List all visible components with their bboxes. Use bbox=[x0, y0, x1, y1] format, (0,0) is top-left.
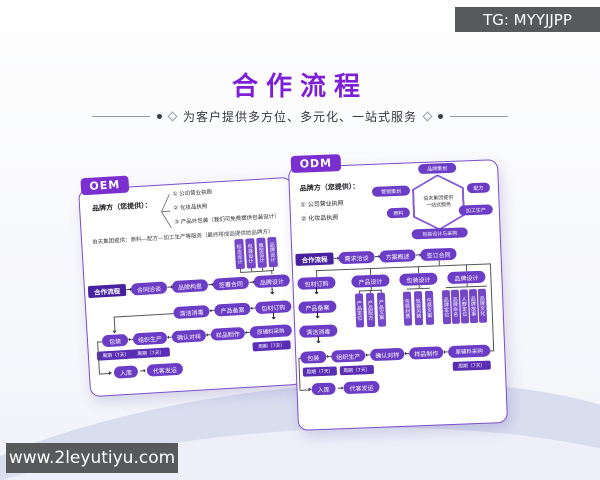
odm-brand-sub: 品牌文化 bbox=[477, 288, 488, 323]
odm-package-sub: 包装文案 bbox=[424, 290, 435, 325]
cycle-badge: 周期（7天） bbox=[252, 340, 291, 352]
flow-node: 样品制作 bbox=[409, 346, 444, 360]
connector bbox=[465, 264, 468, 272]
flow-node: 原辅料采购 bbox=[447, 344, 491, 359]
decor-dot-right bbox=[438, 114, 443, 119]
odm-product-sub: 产品配方 bbox=[365, 292, 376, 328]
arrow-down-icon: ↓ bbox=[269, 311, 278, 323]
flow-node: 确认对样 bbox=[171, 329, 207, 344]
arrow-right-icon bbox=[108, 370, 113, 375]
flow-node: 需求洽谈 bbox=[338, 250, 375, 265]
flow-node: 包装 bbox=[300, 350, 327, 364]
flow-node: 包装 bbox=[101, 333, 129, 348]
arrow-down-icon bbox=[112, 330, 117, 334]
flow-node: 合作流程 bbox=[87, 283, 127, 299]
hexagon-text-line2: 一站式服务 bbox=[425, 201, 452, 209]
flow-node: 代客发运 bbox=[343, 380, 380, 395]
odm-tab: ODM bbox=[290, 154, 342, 174]
arrow-down-icon: ↓ bbox=[268, 286, 277, 298]
oem-design-sub: 标志设计 bbox=[234, 238, 246, 270]
flow-node: 入库 bbox=[311, 382, 336, 396]
hex-item: 配方 bbox=[466, 182, 491, 194]
oem-card: OEM 品牌方（您提供）： ① 公司营业执照 ② 化妆品执照 ③ 产品外包装（我… bbox=[78, 175, 304, 398]
decor-line-left bbox=[91, 116, 150, 117]
connector bbox=[271, 270, 273, 275]
flow-node: 签订合同 bbox=[420, 247, 457, 262]
oem-provide-item: ③ 产品外包装（我们可免费提供包装设计） bbox=[173, 213, 280, 226]
site-watermark: www.2leyutiyu.com bbox=[6, 443, 178, 473]
connector bbox=[406, 287, 430, 290]
flow-node: 清洁消毒 bbox=[173, 304, 210, 320]
flow-node: 合同洽谈 bbox=[130, 281, 168, 296]
arrow-down-icon: ↓ bbox=[312, 286, 321, 298]
arrow-down-icon: ↓ bbox=[314, 335, 323, 347]
cycle-badge: 周期（7天） bbox=[452, 360, 491, 371]
odm-product-sub: 产品定位 bbox=[354, 293, 365, 328]
hex-item: 品牌策划 bbox=[417, 162, 457, 175]
decor-dot-left bbox=[156, 114, 162, 119]
flow-node: 入库 bbox=[113, 365, 139, 379]
odm-brand-sub: 品牌定位 bbox=[441, 290, 452, 325]
page-title: 合作流程 bbox=[231, 72, 368, 102]
connector bbox=[445, 285, 487, 289]
odm-provide-label: 品牌方（您提供）： bbox=[299, 182, 360, 193]
flow-node: 确认对样 bbox=[370, 347, 405, 362]
connector bbox=[113, 316, 116, 331]
flow-node: 合作流程 bbox=[295, 252, 334, 266]
connector bbox=[240, 270, 275, 274]
cycle-badge: 周期（7天） bbox=[302, 366, 338, 377]
brace-icon bbox=[161, 193, 172, 229]
flow-node: 签署合同 bbox=[212, 276, 250, 291]
flow-node: 组织生产 bbox=[331, 349, 366, 363]
arrow-right-icon: → bbox=[139, 366, 146, 375]
flow-node: 品牌设计 bbox=[447, 270, 486, 285]
odm-brand-sub: 品牌故事 bbox=[468, 288, 479, 324]
odm-provide-item: ① 公司营业执照 bbox=[300, 200, 344, 209]
oem-provide-label: 品牌方（您提供）： bbox=[91, 201, 152, 213]
flow-node: 样品制作 bbox=[210, 326, 246, 341]
flow-node: 组织生产 bbox=[132, 331, 168, 346]
page-subtitle: 为客户提供多方位、多元化、一站式服务 bbox=[182, 110, 417, 124]
oem-provide-item: ② 化妆品执照 bbox=[173, 203, 208, 212]
cycle-badge: 周期（7天） bbox=[131, 347, 171, 359]
oem-provide-item: ① 公司营业执照 bbox=[172, 189, 213, 198]
hex-item: 包装设计与采购 bbox=[411, 227, 468, 240]
flow-node: 产品备案 bbox=[214, 302, 251, 317]
connector bbox=[490, 349, 495, 352]
flow-node: 产品设计 bbox=[351, 274, 390, 288]
decor-line-right bbox=[450, 116, 508, 117]
odm-brand-sub: 人群定位 bbox=[459, 289, 470, 324]
flow-node: 原辅料采购 bbox=[249, 324, 293, 339]
flow-node: 品牌设计 bbox=[253, 274, 291, 289]
decor-diamond-right bbox=[422, 111, 433, 122]
hex-item: 营销策划 bbox=[371, 185, 411, 197]
hex-item: 加工生产 bbox=[458, 204, 493, 216]
arrow-down-icon: ↓ bbox=[313, 310, 322, 322]
oem-tab: OEM bbox=[80, 175, 130, 196]
odm-provide-item: ② 化妆品执照 bbox=[300, 214, 339, 223]
odm-product-sub: 产品文案 bbox=[376, 292, 387, 327]
connector bbox=[315, 263, 491, 272]
flow-node: 包装设计 bbox=[399, 272, 438, 286]
cycle-badge: 周期（7天） bbox=[96, 349, 136, 361]
oem-design-sub: 品牌设计 bbox=[267, 236, 278, 268]
cycle-badge: 周期（7天） bbox=[339, 364, 375, 376]
odm-package-sub: 包装风格 bbox=[413, 291, 424, 326]
odm-brand-sub: 品牌命名 bbox=[450, 289, 461, 324]
odm-package-sub: 包装材质 bbox=[402, 291, 413, 326]
telegram-watermark: TG: MYYJJPP bbox=[455, 7, 600, 32]
flow-node: 方案概述 bbox=[379, 249, 416, 263]
oem-design-sub: 包装设计 bbox=[245, 238, 256, 269]
connector bbox=[298, 357, 301, 390]
connector bbox=[113, 312, 174, 318]
flow-node: 品牌构思 bbox=[171, 279, 209, 294]
oem-design-sub: 瓶型设计 bbox=[256, 237, 267, 268]
decor-diamond-left bbox=[167, 111, 178, 122]
odm-card: ODM 品牌方（您提供）： ① 公司营业执照 ② 化妆品执照 伯夫集团提供 一站… bbox=[288, 154, 508, 431]
subtitle-row: 为客户提供多方位、多元化、一站式服务 bbox=[0, 108, 600, 125]
connector bbox=[489, 263, 495, 351]
flow-node: 代客发运 bbox=[146, 362, 184, 377]
hex-item: 原料 bbox=[386, 207, 411, 219]
connector bbox=[98, 372, 109, 375]
